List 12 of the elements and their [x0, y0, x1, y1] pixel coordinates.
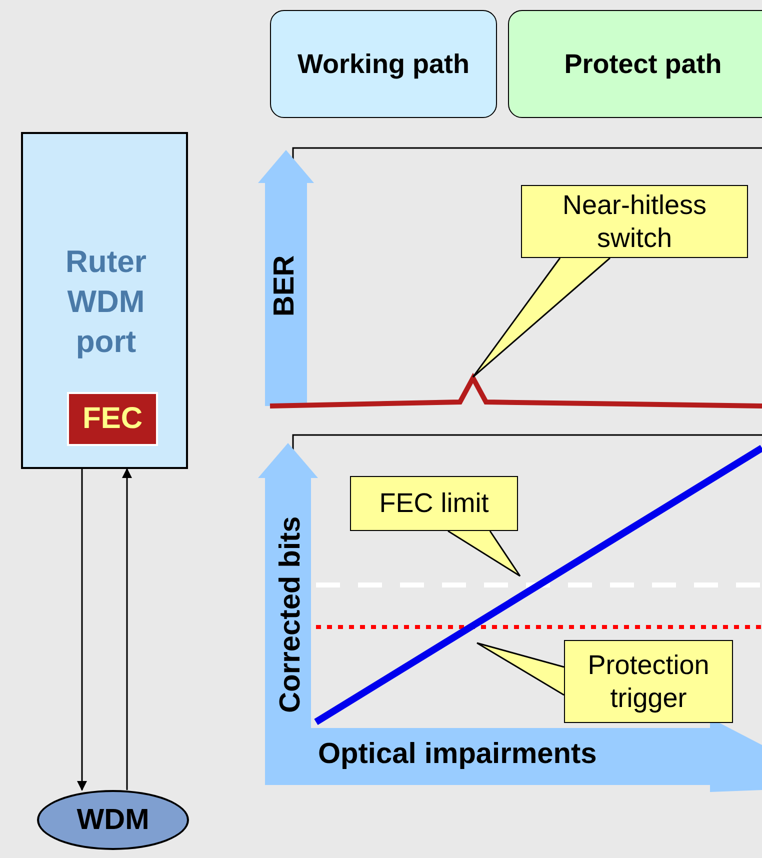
axis-label: Corrected bits [274, 515, 308, 715]
callout-box: Near-hitless switch [521, 185, 748, 258]
port-label: Ruter WDM port [64, 243, 148, 361]
path-tab: Working path [270, 10, 497, 118]
arrow [122, 468, 132, 790]
path-tab: Protect path [508, 10, 762, 118]
wdm-ellipse: WDM [37, 790, 189, 850]
axis-label: BER [268, 256, 302, 316]
axis-label: Optical impairments [318, 738, 597, 771]
port-box [21, 132, 188, 469]
arrow [77, 469, 87, 791]
fec-block: FEC [67, 392, 158, 446]
